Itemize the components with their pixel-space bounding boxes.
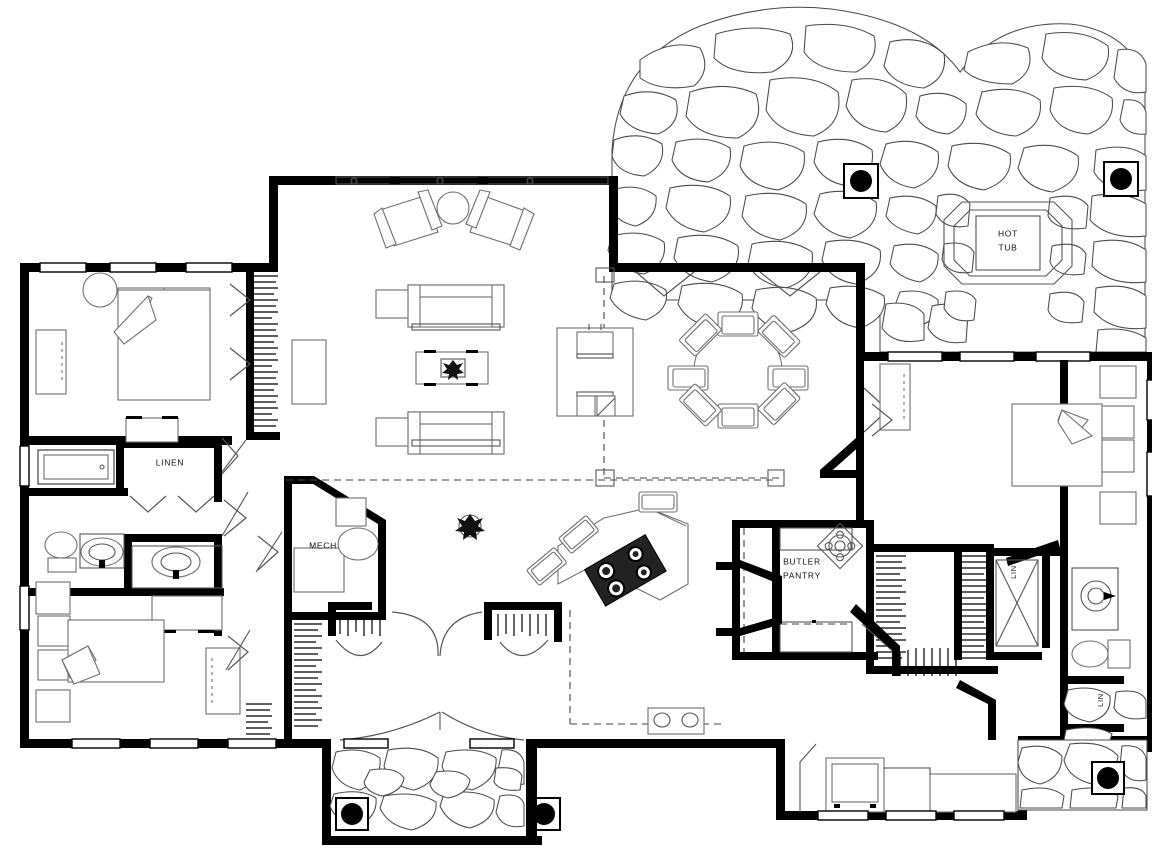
porch-wall-openings bbox=[343, 738, 515, 749]
master-closet-shelving bbox=[229, 275, 278, 427]
room-label-linen: LINEN bbox=[156, 457, 185, 467]
svg-text:HOT: HOT bbox=[998, 228, 1018, 238]
potted-plant-great-room bbox=[442, 360, 464, 380]
bath-right-fixtures bbox=[995, 559, 1131, 669]
potted-plant-hall bbox=[455, 514, 485, 540]
rear-patio-flagstone bbox=[607, 6, 1147, 353]
bedroom-right-furniture bbox=[879, 363, 1137, 525]
column-post-lower-right bbox=[1091, 761, 1125, 795]
column-post-patio-right bbox=[1103, 161, 1139, 197]
foyer-closet-shelving bbox=[331, 614, 549, 657]
room-label-lin-upper: LIN bbox=[1009, 565, 1018, 579]
laundry-appliances bbox=[799, 680, 1017, 821]
mech-door-swing bbox=[257, 535, 279, 571]
master-bedroom-furniture bbox=[35, 272, 327, 443]
kitchen-island bbox=[526, 491, 689, 607]
room-label-hot-tub: HOT TUB bbox=[998, 228, 1018, 252]
door-swing-master bbox=[221, 437, 239, 475]
svg-text:TUB: TUB bbox=[998, 242, 1017, 252]
patio-right-flagstone-strip bbox=[1063, 687, 1147, 741]
media-fireplace-unit bbox=[556, 324, 634, 417]
svg-text:PANTRY: PANTRY bbox=[783, 570, 821, 580]
linen-closet-doors bbox=[129, 495, 215, 513]
mech-room-equipment bbox=[293, 497, 379, 593]
hot-tub-fixture bbox=[943, 201, 1073, 285]
master-bath-fixtures bbox=[37, 449, 223, 633]
column-post-porch-left bbox=[335, 797, 369, 831]
patio-lower-right-flagstone bbox=[1017, 739, 1148, 811]
bedroom-ll-door bbox=[227, 635, 249, 671]
great-room-furniture bbox=[373, 189, 535, 455]
windows bbox=[19, 262, 1152, 749]
room-label-mech: MECH bbox=[309, 540, 337, 550]
bath-door-swing bbox=[223, 499, 247, 537]
bedroom-lower-left-furniture bbox=[35, 581, 241, 723]
dining-room-set bbox=[667, 311, 809, 429]
great-room-window-band bbox=[335, 176, 609, 185]
door-leaf bbox=[221, 439, 247, 473]
butler-pantry-fixtures bbox=[740, 522, 864, 653]
hall-closet-shelving bbox=[246, 623, 322, 735]
front-porch-flagstone bbox=[322, 739, 561, 845]
stair-closet-shelving bbox=[850, 555, 990, 676]
foyer-entry-doors bbox=[339, 611, 525, 741]
kitchen-sink bbox=[647, 707, 705, 735]
svg-text:BUTLER: BUTLER bbox=[783, 556, 821, 566]
room-label-lin-lower: LIN bbox=[1096, 693, 1105, 707]
room-label-butler-pantry: BUTLER PANTRY bbox=[783, 556, 821, 580]
column-post-patio-left bbox=[843, 163, 879, 199]
